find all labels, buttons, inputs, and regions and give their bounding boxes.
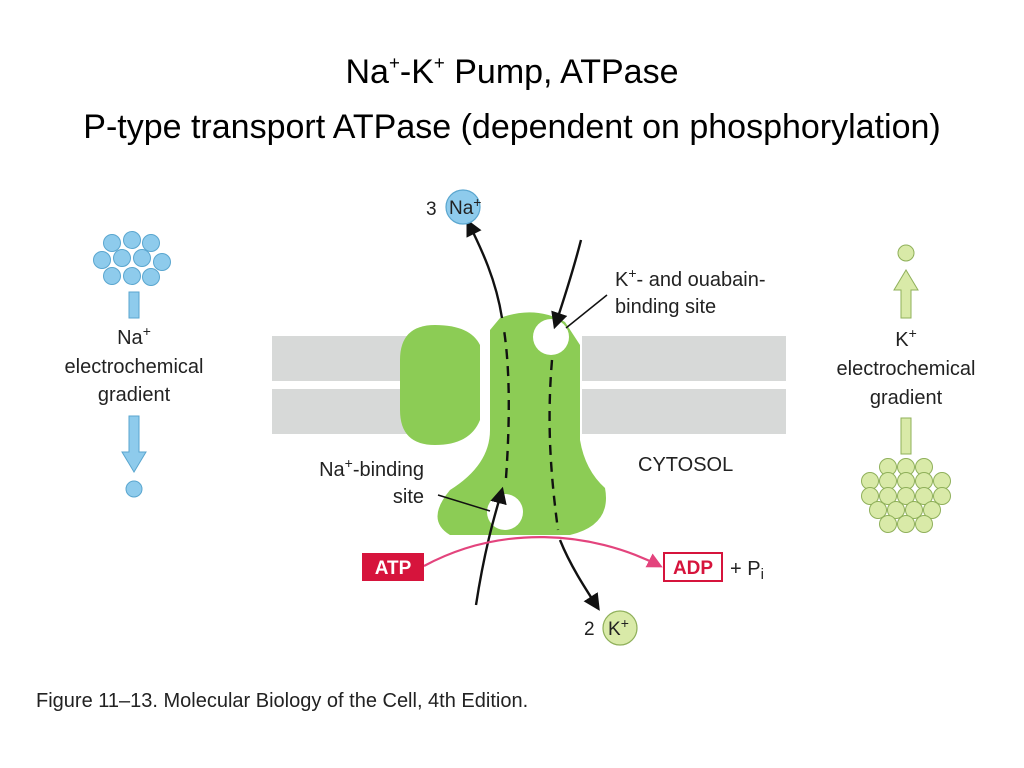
ion [869, 501, 887, 519]
na-exit-arrow [466, 218, 504, 319]
na-site-leader [437, 494, 491, 512]
ion [103, 267, 121, 285]
k-gradient-label-line2: electrochemical [837, 358, 976, 380]
k-gradient-arrow-up [893, 269, 919, 319]
na-out-count: 3 [426, 199, 437, 220]
pi-label: + Pi [730, 558, 764, 583]
k-site-leader [565, 294, 608, 329]
na-site-label-line2: site [393, 486, 424, 508]
ion [933, 487, 951, 505]
na-site-label: Na+-binding [319, 455, 424, 481]
figure-caption: Figure 11–13. Molecular Biology of the C… [36, 690, 529, 712]
na-transport-arrow [474, 486, 507, 606]
slide-title: Na+-K+ Pump, ATPase [345, 52, 679, 92]
na-gradient-label-line3: gradient [98, 384, 171, 406]
ion [915, 487, 933, 505]
ion [905, 501, 923, 519]
na-gradient-arrow-down [121, 415, 147, 473]
k-gradient-label-line3: gradient [870, 387, 943, 409]
k-ion-icon [602, 610, 638, 646]
ion [915, 472, 933, 490]
ion [923, 501, 941, 519]
ion [897, 515, 915, 533]
ion [153, 253, 171, 271]
na-gradient-ion-label: Na+ [117, 323, 151, 349]
k-channel-path [548, 359, 560, 531]
na-gradient-label-line2: electrochemical [65, 356, 204, 378]
k-gradient-cluster [861, 458, 951, 533]
atp-hydrolysis-arrow [423, 536, 663, 568]
k-gradient-ion-label: K+ [895, 325, 917, 351]
ion [879, 472, 897, 490]
svg-text:Na+: Na+ [449, 194, 481, 219]
na-gradient-bar-top [128, 291, 140, 319]
ion [915, 515, 933, 533]
na-ions-out: 3 Na+ [426, 189, 481, 225]
adp-box [663, 552, 723, 582]
k-site-label: K+- and ouabain- [615, 265, 766, 291]
ion [113, 249, 131, 267]
svg-text:K+: K+ [608, 615, 629, 640]
protein-left-subunit [400, 325, 480, 445]
k-site-label-line2: binding site [615, 296, 716, 318]
ion [123, 231, 141, 249]
na-channel-path [502, 329, 510, 479]
na-gradient-cluster [93, 231, 171, 286]
ion [133, 249, 151, 267]
na-ion-icon [445, 189, 481, 225]
k-single-ion [897, 244, 915, 262]
ion [861, 487, 879, 505]
ion [933, 472, 951, 490]
ion [897, 472, 915, 490]
adp-label: ADP [673, 558, 713, 579]
k-gradient-bar-bottom [900, 417, 912, 455]
ion [123, 267, 141, 285]
k-binding-pocket [533, 319, 569, 355]
cytosol-label: CYTOSOL [638, 454, 733, 476]
ion [93, 251, 111, 269]
k-exit-arrow [558, 539, 600, 611]
ion [879, 515, 897, 533]
ion [879, 487, 897, 505]
ion [142, 268, 160, 286]
atp-box [362, 553, 424, 581]
k-entry-arrow [551, 239, 583, 330]
slide-subtitle: P-type transport ATPase (dependent on ph… [83, 108, 941, 146]
atp-label: ATP [375, 558, 412, 579]
ion [887, 501, 905, 519]
protein-main-subunit [437, 312, 606, 535]
ion [861, 472, 879, 490]
na-single-ion [125, 480, 143, 498]
ion [142, 234, 160, 252]
pump-protein [400, 312, 606, 535]
ion [897, 487, 915, 505]
ion [103, 234, 121, 252]
cell-membrane [272, 336, 786, 434]
k-in-count: 2 [584, 619, 595, 640]
k-ions-in: 2 K+ [584, 610, 638, 646]
